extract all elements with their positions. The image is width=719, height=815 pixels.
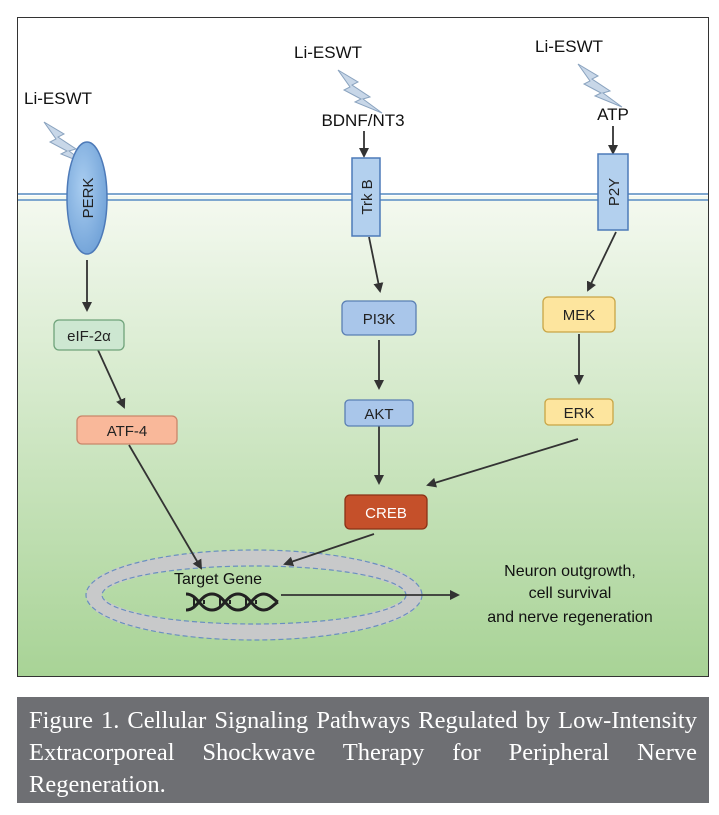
p2y-receptor bbox=[597, 153, 629, 231]
li-eswt-label-left: Li-ESWT bbox=[24, 89, 92, 108]
pi3k-label: PI3K bbox=[363, 311, 396, 328]
p2y-label: P2Y bbox=[606, 178, 623, 206]
outcome-line-1: Neuron outgrowth, bbox=[504, 563, 636, 580]
erk-box bbox=[544, 398, 614, 426]
pi3k-box bbox=[341, 300, 417, 336]
mek-label: MEK bbox=[563, 307, 596, 324]
trkb-label: Trk B bbox=[359, 179, 376, 214]
outcome-line-3: and nerve regeneration bbox=[487, 609, 652, 626]
eif2a-box bbox=[53, 319, 125, 351]
eif2a-label: eIF-2α bbox=[67, 328, 111, 345]
atf4-label: ATF-4 bbox=[107, 423, 148, 440]
li-eswt-label-right: Li-ESWT bbox=[535, 37, 603, 56]
outcome-line-2: cell survival bbox=[529, 585, 612, 602]
bdnf-nt3-label: BDNF/NT3 bbox=[321, 111, 404, 130]
mek-box bbox=[542, 296, 616, 333]
atp-label: ATP bbox=[597, 105, 629, 124]
lightning-bolt-icon bbox=[337, 69, 383, 114]
pathway-arrows bbox=[82, 126, 618, 600]
perk-receptor bbox=[66, 141, 108, 255]
creb-box bbox=[344, 494, 428, 530]
akt-box bbox=[344, 399, 414, 427]
caption-text: Figure 1. Cellular Signaling Pathways Re… bbox=[29, 707, 697, 798]
target-gene-label: Target Gene bbox=[174, 571, 262, 588]
lightning-bolt-icon bbox=[577, 63, 623, 108]
figure-caption: Figure 1. Cellular Signaling Pathways Re… bbox=[17, 697, 709, 803]
li-eswt-label-middle: Li-ESWT bbox=[294, 43, 362, 62]
pathway-diagram: Li-ESWT Li-ESWT Li-ESWT BDNF/NT3 ATP PER… bbox=[18, 37, 708, 676]
erk-label: ERK bbox=[564, 405, 595, 422]
dna-icon bbox=[185, 592, 279, 612]
trkb-receptor bbox=[351, 157, 381, 237]
perk-label: PERK bbox=[80, 178, 97, 219]
atf4-box bbox=[76, 415, 178, 445]
akt-label: AKT bbox=[364, 406, 393, 423]
figure-panel: Li-ESWT Li-ESWT Li-ESWT BDNF/NT3 ATP PER… bbox=[17, 17, 709, 677]
creb-label: CREB bbox=[365, 505, 407, 522]
